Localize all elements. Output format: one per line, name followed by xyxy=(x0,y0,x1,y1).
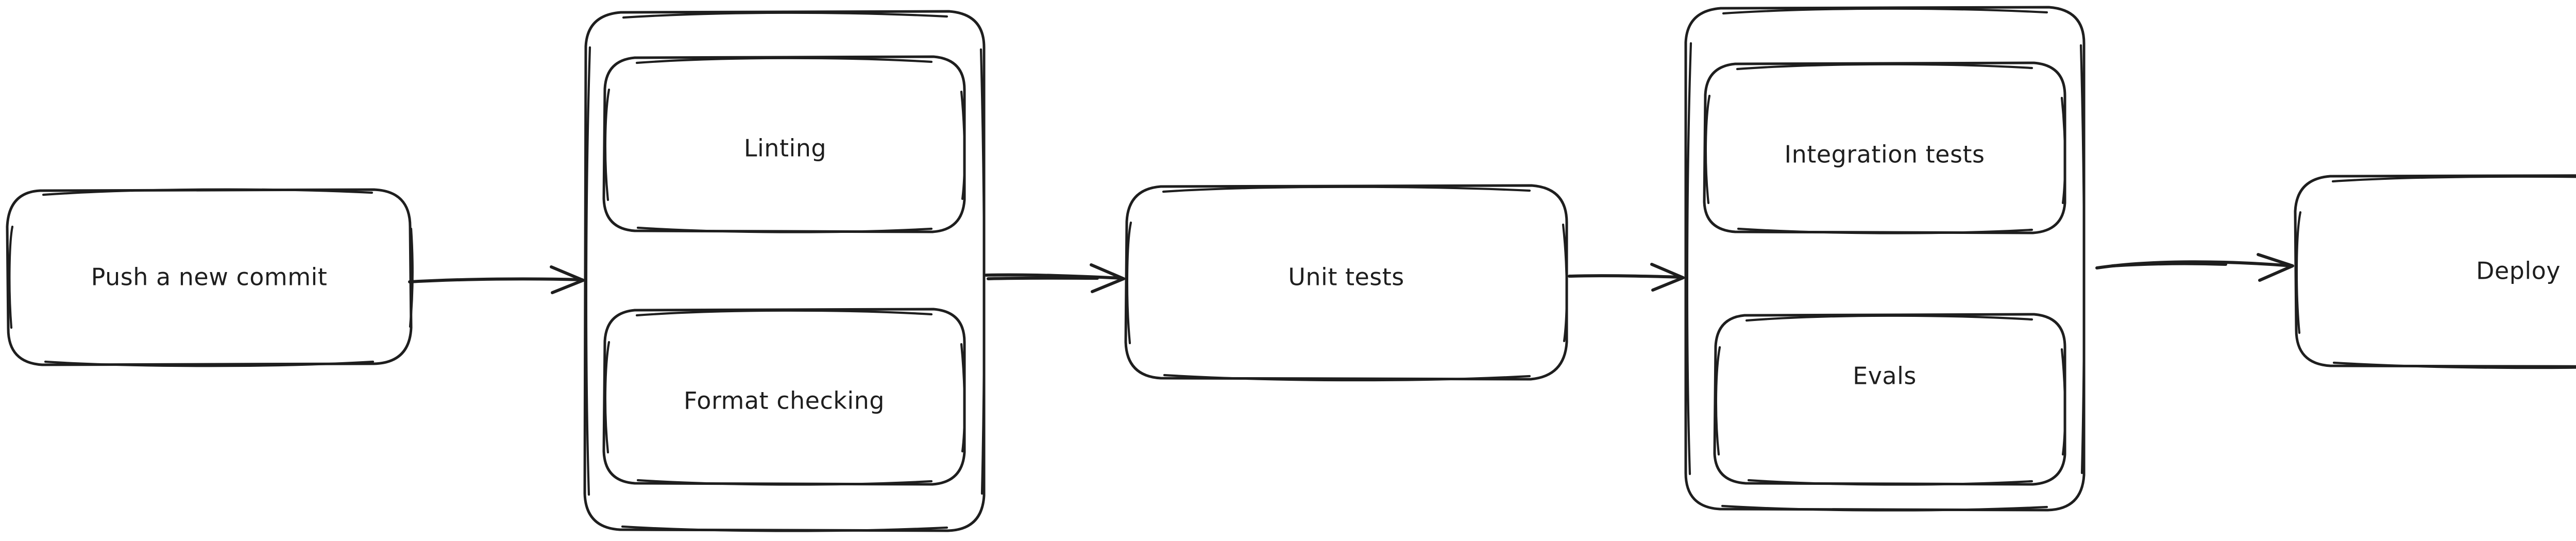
edge-static-checks-to-unit-tests[interactable] xyxy=(985,263,1125,293)
node-deploy[interactable] xyxy=(2294,174,2576,369)
edge-line-secondary xyxy=(987,276,1099,280)
node-outline-secondary xyxy=(1704,63,2066,234)
node-push-a-new-commit[interactable] xyxy=(6,188,414,367)
edge-line xyxy=(408,277,584,283)
node-deeper-tests-group[interactable] xyxy=(1684,6,2086,512)
edge-line xyxy=(1568,274,1683,279)
node-integration-tests[interactable] xyxy=(1703,61,2066,234)
node-outline-primary xyxy=(1713,313,2066,486)
group-outline-primary xyxy=(1684,6,2086,512)
node-evals[interactable] xyxy=(1713,313,2066,486)
arrowhead-icon xyxy=(2257,253,2294,282)
group-outline-secondary xyxy=(1686,7,2086,512)
edge-unit-tests-to-deeper-tests[interactable] xyxy=(1568,263,1685,292)
node-outline-primary xyxy=(6,188,413,366)
node-outline-primary xyxy=(2294,174,2576,368)
arrowhead-icon xyxy=(1090,263,1125,293)
node-outline-secondary xyxy=(604,309,966,486)
node-outline-primary xyxy=(602,308,966,486)
group-outline-secondary xyxy=(585,11,986,532)
edge-deeper-tests-to-deploy[interactable] xyxy=(2095,253,2294,282)
node-outline-secondary xyxy=(2295,175,2576,369)
node-unit-tests[interactable] xyxy=(1124,184,1568,382)
group-outline-primary xyxy=(583,10,986,532)
node-outline-primary xyxy=(1703,61,2066,234)
arrowhead-icon xyxy=(550,265,585,294)
node-outline-secondary xyxy=(604,57,966,233)
node-format-checking[interactable] xyxy=(602,308,966,486)
node-outline-primary xyxy=(602,55,966,233)
node-outline-secondary xyxy=(8,188,414,367)
edge-push-to-static-checks[interactable] xyxy=(408,265,585,294)
node-static-checks-group[interactable] xyxy=(583,10,986,532)
node-outline-primary xyxy=(1124,184,1568,381)
node-outline-secondary xyxy=(1715,314,2066,486)
node-linting[interactable] xyxy=(602,55,966,233)
edge-line xyxy=(985,273,1124,280)
edge-line-secondary xyxy=(2111,262,2227,267)
node-outline-secondary xyxy=(1126,185,1568,382)
arrowhead-icon xyxy=(1650,263,1685,292)
